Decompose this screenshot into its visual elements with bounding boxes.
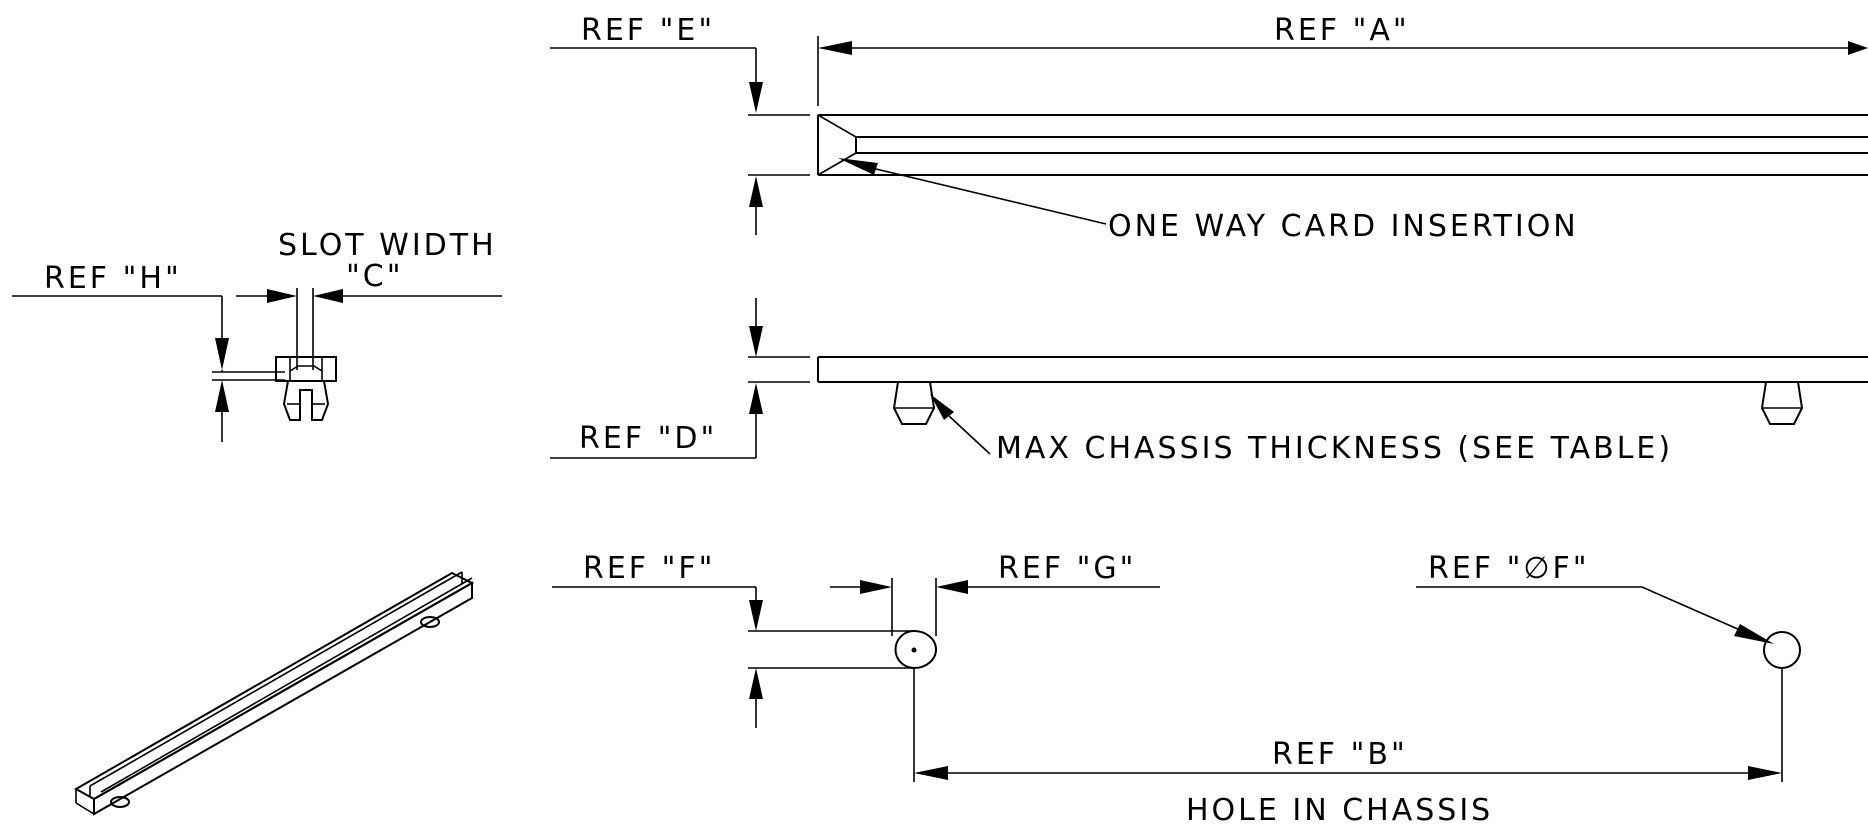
ref-a-label: REF "A" xyxy=(1274,13,1410,48)
ref-e-label: REF "E" xyxy=(581,13,715,48)
ref-h-label: REF "H" xyxy=(44,261,182,296)
slot-width-label: SLOT WIDTH xyxy=(278,228,497,263)
ref-g-label: REF "G" xyxy=(998,551,1136,586)
max-chassis-thickness-label: MAX CHASSIS THICKNESS (SEE TABLE) xyxy=(996,431,1673,466)
ref-c-label: "C" xyxy=(346,259,404,294)
ref-b-label: REF "B" xyxy=(1272,737,1408,772)
ref-dia-f-label: REF "∅F" xyxy=(1428,551,1590,586)
ref-f-label: REF "F" xyxy=(583,551,715,586)
one-way-card-insertion-label: ONE WAY CARD INSERTION xyxy=(1108,209,1579,244)
isometric-view xyxy=(73,571,475,816)
ref-d-label: REF "D" xyxy=(579,421,717,456)
hole-in-chassis-label: HOLE IN CHASSIS xyxy=(1186,793,1493,825)
hole-view xyxy=(552,578,1801,782)
top-view xyxy=(550,36,1868,235)
end-view xyxy=(12,288,502,442)
side-view xyxy=(550,298,1868,459)
